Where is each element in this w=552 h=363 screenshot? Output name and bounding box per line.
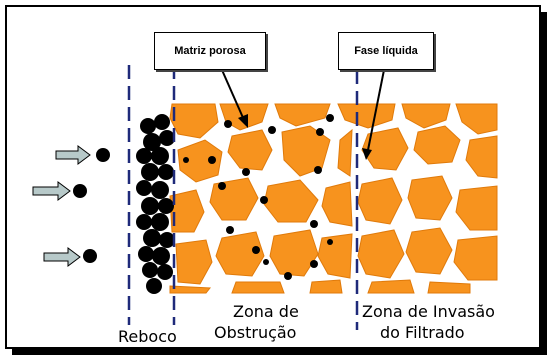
cake-particle	[158, 164, 174, 180]
cake-particle	[154, 114, 170, 130]
zone-label-obstruction-line2: Obstrução	[214, 323, 297, 342]
pointer-porous-matrix	[221, 69, 245, 121]
zone-label-reboco: Reboco	[118, 327, 177, 346]
cake-particle	[159, 130, 175, 146]
grain	[281, 125, 331, 177]
grain	[309, 279, 343, 294]
grain	[317, 233, 353, 279]
pore-particle	[208, 156, 216, 164]
grain	[407, 175, 453, 221]
pore-particle	[226, 226, 234, 234]
grain	[169, 103, 219, 139]
pore-particle	[314, 166, 322, 174]
grain	[357, 229, 405, 279]
callout-liquid-phase: Fase líquida	[338, 32, 434, 70]
pore-particle	[260, 196, 268, 204]
flow-arrow	[32, 181, 71, 201]
grain	[177, 139, 223, 183]
incoming-flow	[32, 145, 110, 267]
cake-particle	[141, 197, 159, 215]
pore-particle	[284, 272, 292, 280]
grain	[453, 235, 498, 281]
filter-cake-particles	[136, 114, 175, 294]
cake-particle	[143, 133, 161, 151]
cake-particle	[140, 118, 156, 134]
pore-particle	[263, 259, 269, 265]
grain	[215, 231, 265, 277]
grain	[427, 281, 471, 294]
grain	[413, 125, 461, 165]
pointer-liquid-phase	[367, 69, 385, 151]
zone-label-invasion-line1: Zona de Invasão	[362, 302, 495, 321]
obstruction-particles	[183, 114, 334, 280]
frame-shadow-right	[541, 12, 547, 352]
cake-particle	[159, 232, 175, 248]
zone-label-invasion-line2: do Filtrado	[380, 323, 465, 342]
grain	[269, 229, 319, 277]
flow-arrow	[43, 247, 81, 267]
pore-particle	[224, 120, 232, 128]
pore-particle	[242, 168, 250, 176]
cake-particle	[136, 148, 152, 164]
grain	[231, 281, 285, 294]
cake-particle	[151, 181, 169, 199]
porous-grains	[169, 103, 498, 294]
callout-pointers	[221, 69, 385, 160]
cake-particle	[146, 278, 162, 294]
pore-particle	[327, 239, 333, 245]
cake-particle	[158, 198, 174, 214]
pore-particle	[252, 246, 260, 254]
cake-particle	[151, 147, 169, 165]
cake-particle	[136, 214, 152, 230]
grain	[465, 135, 498, 179]
pore-particle	[316, 128, 324, 136]
cake-particle	[142, 262, 158, 278]
cake-particle	[157, 264, 173, 280]
cake-particle	[152, 247, 170, 265]
incoming-particle	[73, 184, 87, 198]
callout-porous-matrix: Matriz porosa	[154, 32, 266, 70]
pore-particle	[326, 114, 334, 122]
cake-particle	[141, 163, 159, 181]
grain	[227, 129, 273, 171]
grain	[337, 128, 353, 177]
pore-particle	[183, 157, 189, 163]
grain	[321, 181, 353, 227]
grain	[401, 103, 451, 129]
grain	[455, 185, 498, 231]
cake-particle	[136, 180, 152, 196]
grain	[361, 127, 409, 171]
pore-particle	[268, 126, 276, 134]
pore-particle	[310, 260, 318, 268]
incoming-particle	[83, 249, 97, 263]
pore-particle	[310, 220, 318, 228]
grain	[175, 239, 213, 285]
frame-shadow-bottom	[12, 349, 547, 355]
grain	[367, 279, 415, 294]
grain	[337, 103, 396, 129]
grain	[455, 103, 498, 135]
grain	[169, 189, 205, 233]
cake-particle	[138, 246, 154, 262]
incoming-particle	[96, 148, 110, 162]
pore-particle	[218, 182, 226, 190]
grain	[405, 227, 453, 275]
cake-particle	[143, 229, 161, 247]
flow-arrow	[55, 145, 91, 165]
zone-label-obstruction-line1: Zona de	[233, 302, 299, 321]
zone-boundaries	[127, 65, 359, 330]
grain	[169, 285, 212, 294]
cake-particle	[151, 213, 169, 231]
grain	[274, 103, 331, 127]
